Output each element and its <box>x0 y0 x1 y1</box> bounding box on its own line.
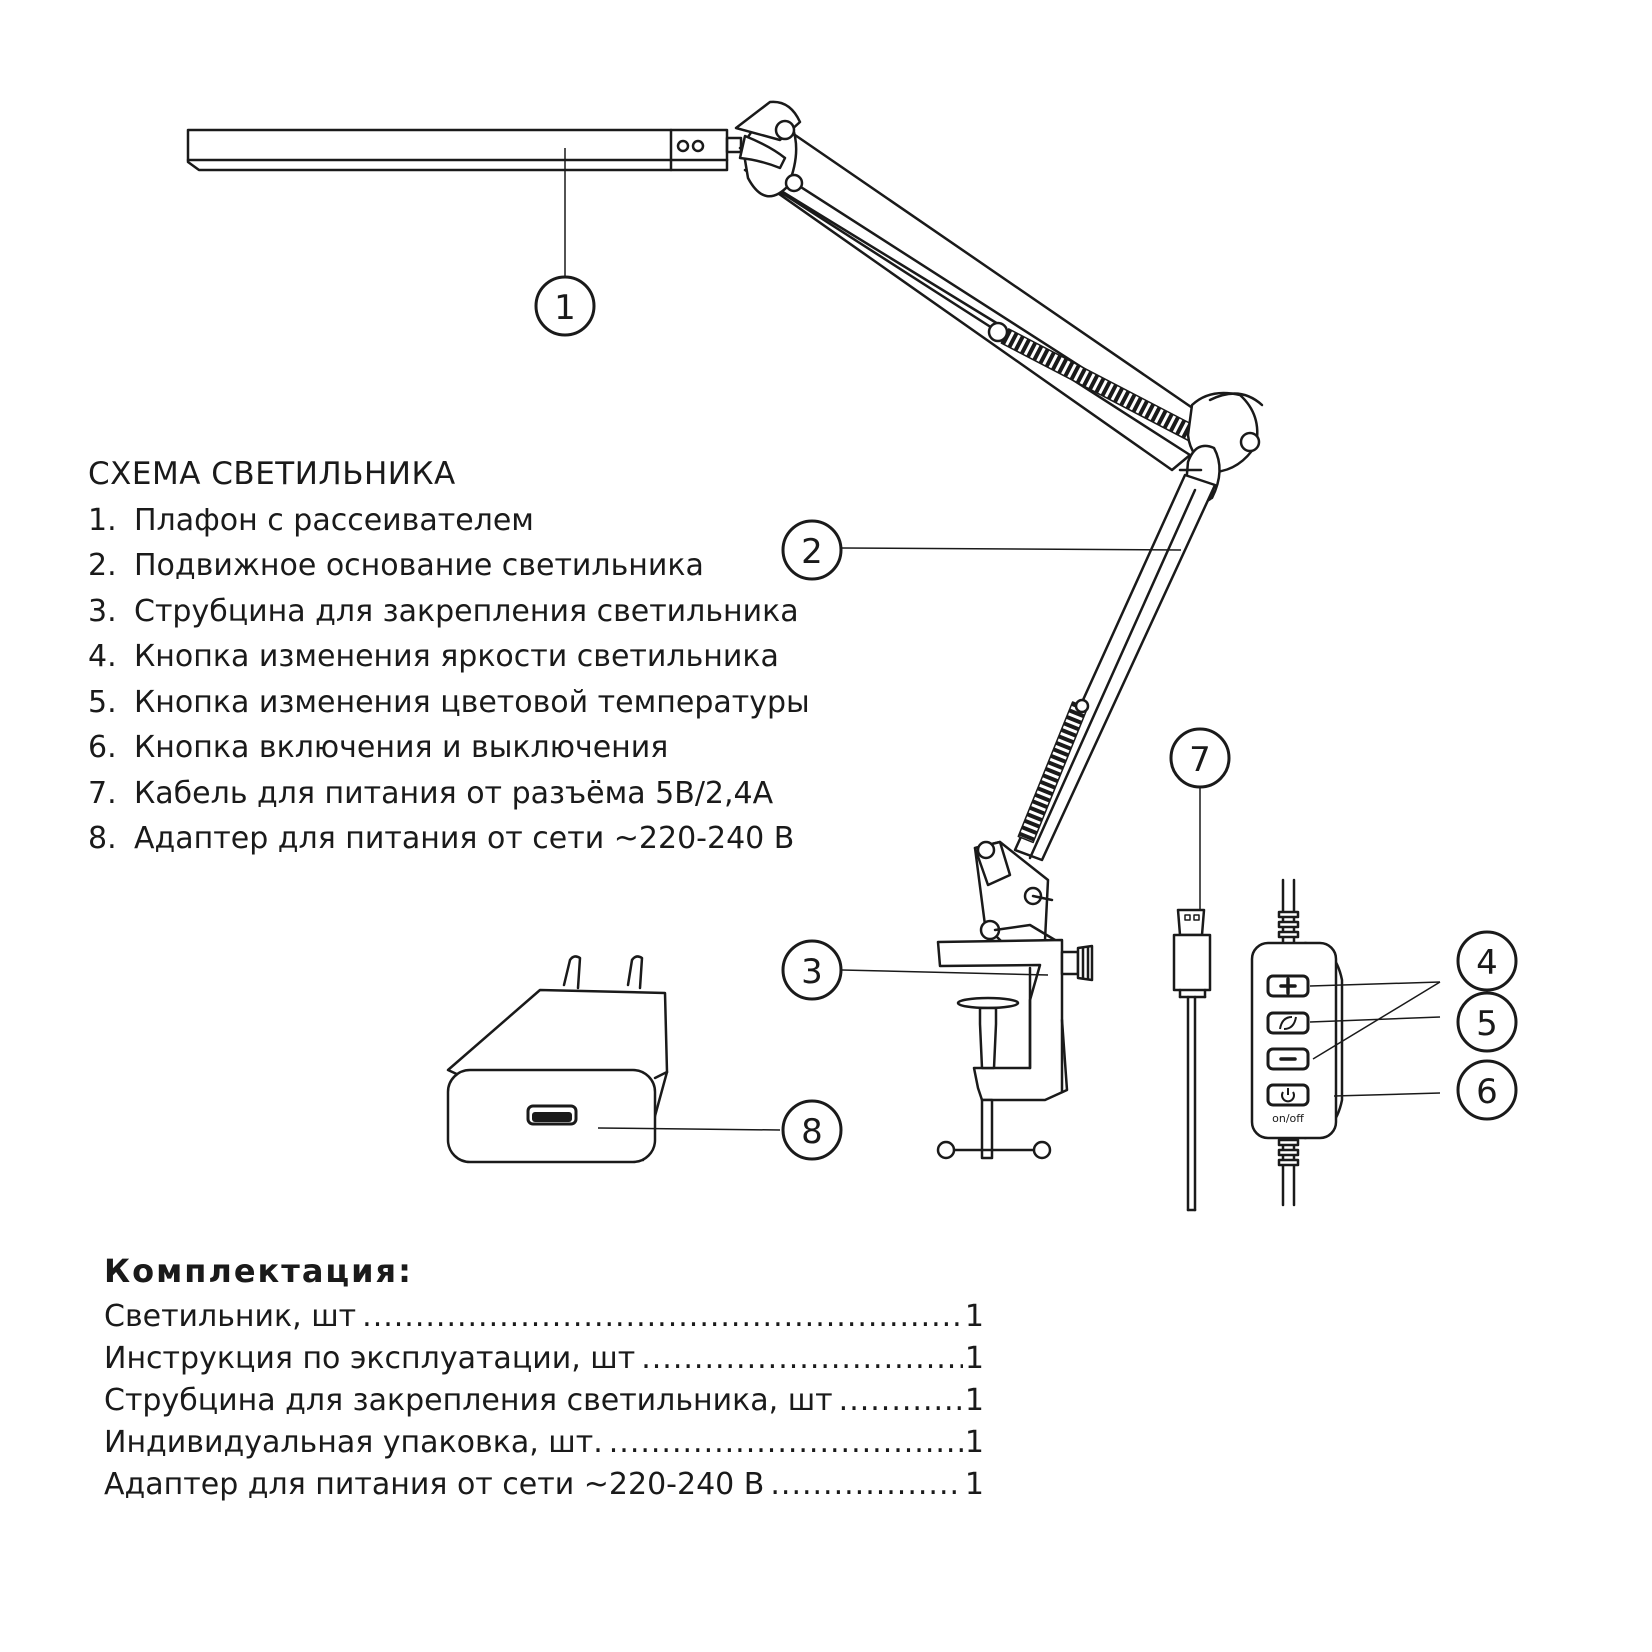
dot-leader <box>609 1422 963 1464</box>
package-row: Индивидуальная упаковка, шт.1 <box>104 1422 984 1464</box>
package-row: Инструкция по эксплуатации, шт1 <box>104 1338 984 1380</box>
package-contents-title: Комплектация: <box>104 1252 413 1290</box>
legend-item: 4.Кнопка изменения яркости светильника <box>88 639 779 674</box>
inline-controller <box>1250 878 1344 1207</box>
callout-3: 3 <box>781 939 843 1001</box>
schema-legend: СХЕМА СВЕТИЛЬНИКА 1.Плафон с рассеивател… <box>88 452 810 862</box>
svg-text:5: 5 <box>1476 1004 1498 1044</box>
svg-text:2: 2 <box>801 532 823 572</box>
callout-8: 8 <box>781 1099 843 1161</box>
svg-text:4: 4 <box>1476 943 1498 983</box>
power-icon <box>1281 1088 1295 1103</box>
svg-text:3: 3 <box>801 952 823 992</box>
callout-4: 4 <box>1456 930 1518 992</box>
plus-icon <box>1279 977 1297 995</box>
svg-text:1: 1 <box>554 288 576 328</box>
package-row: Адаптер для питания от сети ~220-240 В1 <box>104 1464 984 1506</box>
dot-leader <box>839 1380 963 1422</box>
dot-leader <box>362 1296 963 1338</box>
legend-title: СХЕМА СВЕТИЛЬНИКА <box>88 456 456 492</box>
legend-item: 6.Кнопка включения и выключения <box>88 730 669 765</box>
dot-leader <box>641 1338 963 1380</box>
legend-item: 7.Кабель для питания от разъёма 5В/2,4А <box>88 775 774 811</box>
power-adapter <box>446 955 669 1164</box>
base-joint <box>973 840 1057 947</box>
callout-6: 6 <box>1456 1059 1518 1121</box>
package-row: Струбцина для закрепления светильника, ш… <box>104 1380 984 1422</box>
leader-lines <box>564 148 1441 1131</box>
svg-text:7: 7 <box>1189 740 1211 780</box>
legend-item: 3.Струбцина для закрепления светильника <box>88 593 799 629</box>
legend-item: 2.Подвижное основание светильника <box>88 548 704 583</box>
dot-leader <box>770 1464 963 1506</box>
callout-2: 2 <box>781 519 843 581</box>
legend-item: 5.Кнопка изменения цветовой температуры <box>88 684 810 720</box>
callout-1: 1 <box>534 275 596 337</box>
package-contents: Комплектация: Светильник, шт1 Инструкция… <box>104 1252 984 1506</box>
lamp-head <box>186 128 743 172</box>
svg-text:6: 6 <box>1476 1072 1498 1112</box>
callout-7: 7 <box>1169 727 1231 789</box>
legend-item: 8.Адаптер для питания от сети ~220-240 В <box>88 821 795 856</box>
clamp <box>936 938 1094 1160</box>
onoff-label: on/off <box>1272 1112 1304 1125</box>
usb-cable <box>1172 908 1212 1212</box>
upper-spring <box>987 321 1218 451</box>
legend-item: 1.Плафон с рассеивателем <box>88 502 534 538</box>
svg-text:8: 8 <box>801 1112 823 1152</box>
color-temperature-icon <box>1279 1016 1297 1030</box>
callout-5: 5 <box>1456 991 1518 1053</box>
package-row: Светильник, шт1 <box>104 1296 984 1338</box>
upper-arm <box>734 100 1212 472</box>
lower-spring <box>1017 698 1090 844</box>
